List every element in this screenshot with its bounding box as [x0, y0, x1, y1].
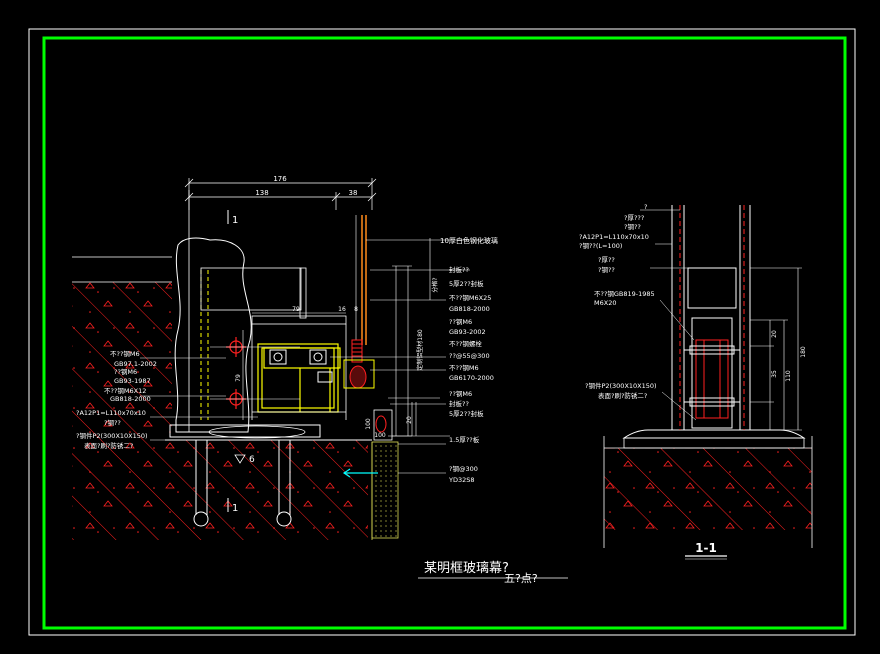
- inner-sheet-border: [42, 36, 847, 630]
- section-label-7: M6X20: [594, 299, 616, 307]
- floor-label: 1.5厚??板: [449, 435, 480, 444]
- right-label-12: 5厚2??封板: [449, 409, 484, 418]
- dim-vertical-79: 79: [235, 374, 242, 382]
- dim-38: 38: [349, 189, 358, 197]
- right-label-3: GB818-2000: [449, 305, 490, 313]
- glass-panel: [355, 215, 367, 345]
- right-label-0: 封板??: [449, 265, 469, 274]
- left-label-4: 不??钢M6X12: [104, 387, 146, 395]
- dim-8: 8: [354, 306, 358, 313]
- section-top-mark: ?: [644, 203, 647, 211]
- plate-label-2: 表面?刷?防锈二?: [84, 441, 133, 450]
- anchor-bolt-marks: [210, 337, 300, 409]
- section-dimensions: [750, 267, 802, 431]
- left-label-5: GB818-2000: [110, 395, 151, 403]
- right-label-7: ??@55@300: [449, 352, 490, 360]
- section-base-plate: [622, 429, 806, 439]
- section-ground-concrete: [604, 448, 812, 530]
- left-label-3: GB93-1987: [114, 377, 151, 385]
- right-label-1: 5厚2??封板: [449, 279, 484, 288]
- section-1-1: 20 35 110 180 ? ?A12P1=L110x70x10 ?钢??(L…: [579, 203, 813, 560]
- dim-vertical-100a: 100: [365, 418, 372, 430]
- right-label-8: 不??钢M6: [449, 364, 479, 372]
- left-detail: 6: [72, 175, 498, 540]
- mullion-outline: [251, 267, 347, 420]
- top-dimensions: [184, 178, 377, 210]
- wall-stone-block: [174, 237, 252, 433]
- left-label-0: 不??钢M6: [110, 350, 140, 358]
- left-labels: 不??钢M6 GB97.1-2002 ??钢M6 GB93-1987 不??钢M…: [104, 350, 157, 403]
- dim-138: 138: [255, 189, 268, 197]
- bolts: [269, 349, 333, 383]
- floor-edge-strip: [371, 441, 399, 539]
- ground-concrete: [72, 282, 368, 540]
- section-label-2: ?厚???: [624, 214, 644, 222]
- dim-176: 176: [273, 175, 287, 183]
- left-label-1: GB97.1-2002: [114, 360, 157, 368]
- vertical-text-b: 定制铝型材180: [416, 329, 424, 371]
- vertical-text-a: 分格?: [431, 277, 439, 292]
- section-mark-bottom: 1: [232, 503, 238, 514]
- dim-16: 16: [338, 306, 346, 313]
- drawing-title: 某明框玻璃幕?: [424, 561, 509, 576]
- section-members: [671, 205, 751, 430]
- plate-label: ?钢件P2(300X10X150): [76, 431, 148, 440]
- drawing-title-suffix: 五?点?: [504, 572, 538, 585]
- right-label-4: ??钢M6: [449, 318, 472, 326]
- section-label-9: 表面?刷?防锈二?: [598, 391, 647, 400]
- angle-label-2: ?钢??: [104, 419, 121, 427]
- angle-label: ?A12P1=L110x70x10: [76, 409, 146, 417]
- section-dim-35: 35: [771, 370, 778, 378]
- glass-label: 10厚白色钢化玻璃: [440, 236, 498, 245]
- right-label-6: 不??钢螺栓: [449, 339, 482, 348]
- right-label-5: GB93-2002: [449, 328, 486, 336]
- right-label-2: 不??钢M6X25: [449, 294, 491, 302]
- left-label-2: ??钢M6: [114, 368, 137, 376]
- section-label-1: ?钢??(L=100): [579, 242, 622, 250]
- section-dim-180: 180: [800, 346, 807, 358]
- section-label-8: ?钢件P2(300X10X150): [585, 381, 657, 390]
- section-mullion: [684, 267, 740, 429]
- section-label-0: ?A12P1=L110x70x10: [579, 233, 649, 241]
- right-label-11: 封板??: [449, 399, 469, 408]
- section-title: 1-1: [695, 541, 717, 555]
- anchor-rods: [193, 440, 292, 527]
- right-label-9: GB6170-2000: [449, 374, 494, 382]
- section-mark-top: 1: [232, 215, 238, 226]
- embed-plate: [169, 424, 321, 438]
- section-dim-20: 20: [771, 330, 778, 338]
- section-label-3: ?钢??: [624, 223, 641, 231]
- dim-79: 79: [292, 306, 300, 313]
- dim-vertical-20: 20: [406, 416, 413, 424]
- section-labels: ?A12P1=L110x70x10 ?钢??(L=100) ?厚??? ?钢??…: [579, 214, 657, 400]
- right-labels: 封板?? 5厚2??封板 不??钢M6X25 GB818-2000 ??钢M6 …: [449, 265, 494, 418]
- outer-sheet-border: [28, 28, 856, 636]
- bottom-label-2: YD32S8: [448, 476, 475, 484]
- section-label-5: ?钢??: [598, 266, 615, 274]
- bottom-label-1: ?钢@300: [449, 465, 478, 473]
- dim-vertical-100b: 100: [374, 432, 386, 439]
- right-dimension-lines: [366, 238, 490, 437]
- section-dim-110: 110: [785, 370, 792, 382]
- section-label-4: ?厚??: [598, 256, 615, 264]
- arrow-marker: [342, 468, 378, 478]
- weld-mark: 6: [249, 455, 255, 465]
- right-label-10: ??钢M6: [449, 390, 472, 398]
- section-label-6: 不??钢GB819-1985: [594, 290, 655, 298]
- glazing-seals: [349, 339, 387, 433]
